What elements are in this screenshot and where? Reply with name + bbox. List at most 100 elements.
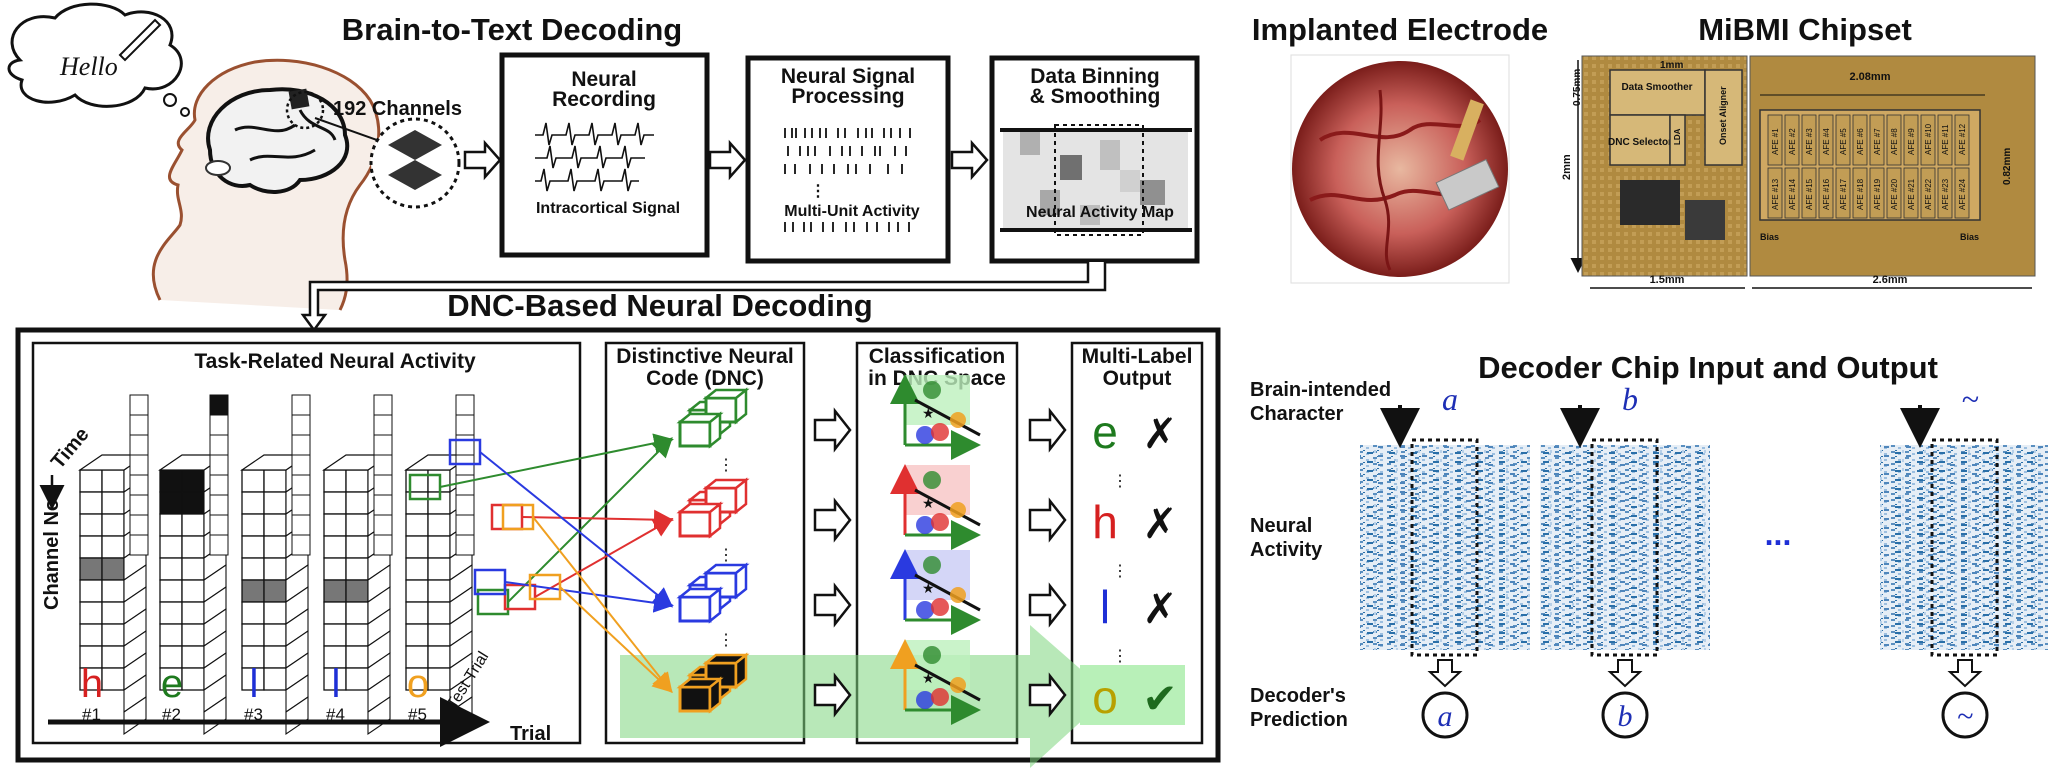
decoder-column: bb <box>1540 381 1710 739</box>
afe-block <box>1937 167 1953 219</box>
predicted-char: b <box>1618 700 1633 733</box>
arrow-icon <box>950 139 989 181</box>
afe-label: AFE #8 <box>1890 128 1899 155</box>
output-rows: e✗⋮h✗⋮l✗⋮o✔ <box>1092 406 1177 723</box>
arrow-icon <box>1028 407 1067 453</box>
afe-label: AFE #18 <box>1856 178 1865 210</box>
dnc-cube-group: ⋮ <box>676 562 750 649</box>
trial-label: Trial <box>510 723 551 745</box>
arrow-icon <box>813 582 852 628</box>
afe-block <box>1801 114 1817 166</box>
svg-text:⋮: ⋮ <box>1112 563 1128 580</box>
svg-text:★: ★ <box>922 496 935 512</box>
trial-letter: e <box>161 662 183 706</box>
prediction-circle <box>1941 691 1989 739</box>
arrow-icon <box>1028 497 1067 543</box>
svg-text:★: ★ <box>922 581 935 597</box>
afe-label: AFE #19 <box>1873 178 1882 210</box>
afe-block <box>1903 167 1919 219</box>
svg-text:★: ★ <box>922 406 935 422</box>
trial-letter: o <box>407 662 429 706</box>
dnc-connectors <box>408 433 674 694</box>
chip-dim-left: 1.5mm <box>1650 274 1685 286</box>
trial-stack: e#2 <box>158 394 229 736</box>
dnc-decoding-title: DNC-Based Neural Decoding <box>447 288 872 323</box>
decoder-column: aa <box>1360 381 1530 739</box>
thought-cloud: Hello <box>7 2 190 117</box>
neural-activity-label-1: Neural <box>1250 515 1312 537</box>
intracortical-signal-label: Intracortical Signal <box>536 200 680 217</box>
output-letter: o <box>1092 671 1118 723</box>
dnc-rows: ⋮⋮⋮ <box>676 387 1067 718</box>
chip-bias-left: Bias <box>1760 232 1779 242</box>
prediction-label-1: Decoder's <box>1250 685 1346 707</box>
afe-block <box>1937 114 1953 166</box>
intended-char: ~ <box>1961 381 1978 417</box>
dnc-cube-group: ⋮ <box>676 477 750 564</box>
arrow-icon <box>813 407 852 453</box>
afe-label: AFE #21 <box>1907 178 1916 210</box>
svg-text:⋮: ⋮ <box>718 632 734 649</box>
activity-map-grid <box>1003 130 1188 230</box>
chip-dim-height: 2mm <box>1561 154 1573 180</box>
arrow-icon <box>463 139 502 181</box>
classification-rows: ★ ★ ★ ★ <box>890 374 981 725</box>
multi-unit-activity-label: Multi-Unit Activity <box>784 203 920 220</box>
multi-label-title-2: Output <box>1103 367 1172 390</box>
neural-recording-box <box>499 52 710 258</box>
brain-intended-label-2: Character <box>1250 403 1344 425</box>
chip-block-lda: LDA <box>1673 128 1682 145</box>
afe-block <box>1835 114 1851 166</box>
prediction-circle <box>1421 691 1469 739</box>
decoder-column: ~~ <box>1880 381 2048 739</box>
chip-photo: 2mm Data Smoother DNC Selector LDA Onset… <box>1561 55 2036 289</box>
channel-no-label: Channel No. <box>41 493 63 610</box>
trial-cubes: h#1e#2l#3l#4o#5 <box>78 394 475 736</box>
afe-block <box>1852 114 1868 166</box>
brain-intended-label-1: Brain-intended <box>1250 379 1391 401</box>
implanted-electrode-title: Implanted Electrode <box>1252 12 1548 47</box>
dnc-space-plot: ★ <box>890 464 981 550</box>
svg-text:★: ★ <box>922 671 935 687</box>
arrow-icon <box>1028 582 1067 628</box>
afe-label: AFE #2 <box>1788 128 1797 155</box>
dnc-space-plot: ★ <box>890 549 981 635</box>
predicted-char: ~ <box>1957 700 1973 733</box>
afe-block <box>1835 167 1851 219</box>
afe-label: AFE #1 <box>1771 128 1780 155</box>
hello-text: Hello <box>59 52 118 81</box>
trial-number: #5 <box>408 705 427 724</box>
spike-raster <box>784 128 911 232</box>
afe-label: AFE #16 <box>1822 178 1831 210</box>
cross-icon: ✗ <box>1142 499 1177 548</box>
dnc-cube-group <box>676 652 750 714</box>
mibmi-chipset-title: MiBMI Chipset <box>1698 12 1912 47</box>
afe-label: AFE #23 <box>1941 178 1950 210</box>
afe-label: AFE #13 <box>1771 178 1780 210</box>
afe-block <box>1954 114 1970 166</box>
afe-label: AFE #11 <box>1941 124 1950 155</box>
signal-processing-box <box>745 55 951 264</box>
output-letter: l <box>1100 581 1110 633</box>
neural-recording-title-1: Neural <box>571 68 636 91</box>
dnc-space-plot: ★ <box>890 639 981 725</box>
chip-dim-block: 0.75mm <box>1572 69 1583 106</box>
arrow-icon <box>1028 672 1067 718</box>
spike-traces <box>535 122 654 192</box>
output-letter: h <box>1092 496 1118 548</box>
cross-icon: ✗ <box>1142 584 1177 633</box>
afe-label: AFE #14 <box>1788 178 1797 210</box>
activity-map-label: Neural Activity Map <box>1026 204 1174 221</box>
afe-label: AFE #12 <box>1958 123 1967 155</box>
svg-text:⋮: ⋮ <box>718 547 734 564</box>
afe-block <box>1920 114 1936 166</box>
head-icon <box>151 58 381 311</box>
trial-letter: l <box>250 662 259 706</box>
ellipsis: ... <box>1765 516 1792 552</box>
afe-label: AFE #4 <box>1822 128 1831 155</box>
pen-icon <box>118 18 162 62</box>
afe-label: AFE #3 <box>1805 128 1814 155</box>
arrow-icon <box>813 497 852 543</box>
neural-recording-title-2: Recording <box>552 88 656 111</box>
afe-label: AFE #22 <box>1924 178 1933 210</box>
